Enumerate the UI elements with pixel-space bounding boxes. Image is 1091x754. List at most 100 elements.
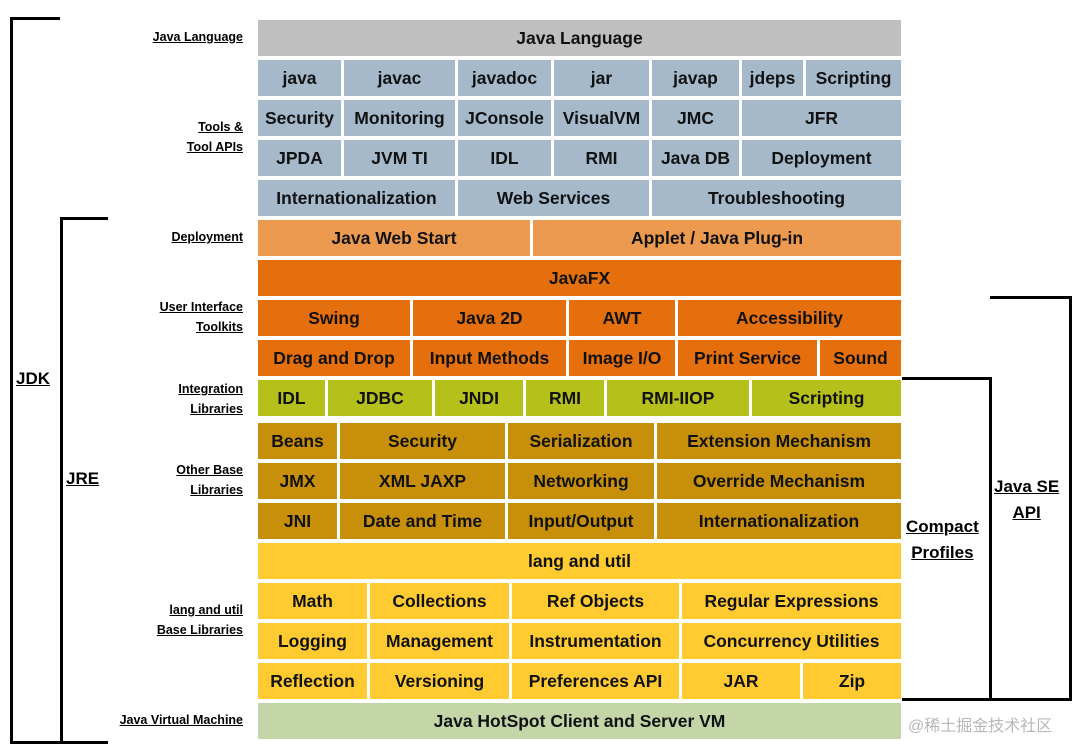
jre-bracket-vertical bbox=[60, 217, 63, 744]
label-tools-line-2: Tool APIs bbox=[186, 140, 243, 154]
cell-other-2-xml-jaxp: XML JAXP bbox=[340, 463, 505, 499]
cell-ui-2-print-service: Print Service bbox=[678, 340, 817, 376]
cell-tools-1-scripting: Scripting bbox=[806, 60, 901, 96]
cell-other-2-jmx: JMX bbox=[258, 463, 337, 499]
cell-tools-3-rmi: RMI bbox=[554, 140, 649, 176]
cell-ui-2-sound: Sound bbox=[820, 340, 901, 376]
cell-lang-3-zip: Zip bbox=[803, 663, 901, 699]
label-deployment: Deployment bbox=[171, 230, 243, 244]
label-ui-line-1: User Interface bbox=[159, 300, 243, 314]
cell-tools-4-web-services: Web Services bbox=[458, 180, 649, 216]
java-se-api-line-2: API bbox=[1012, 503, 1041, 522]
cell-lang-3-reflection: Reflection bbox=[258, 663, 367, 699]
cell-tools-3-jpda: JPDA bbox=[258, 140, 341, 176]
cell-ui-1-swing: Swing bbox=[258, 300, 410, 336]
cell-lang-1-collections: Collections bbox=[370, 583, 509, 619]
cell-ui-2-input-methods: Input Methods bbox=[413, 340, 566, 376]
javase-bracket-top bbox=[990, 296, 1072, 299]
cell-integration-jdbc: JDBC bbox=[328, 380, 432, 416]
cell-tools-1-javadoc: javadoc bbox=[458, 60, 551, 96]
label-other-line-2: Libraries bbox=[190, 483, 243, 497]
cell-tools-2-monitoring: Monitoring bbox=[344, 100, 455, 136]
label-tools-line-1: Tools & bbox=[198, 120, 243, 134]
cell-other-1-serialization: Serialization bbox=[508, 423, 654, 459]
cell-language-java-language: Java Language bbox=[258, 20, 901, 56]
jdk-bracket-vertical bbox=[10, 17, 13, 744]
label-lang-line-2: Base Libraries bbox=[156, 623, 243, 637]
cell-lang-3-versioning: Versioning bbox=[370, 663, 509, 699]
cell-ui-2-image-i-o: Image I/O bbox=[569, 340, 675, 376]
cell-javafx-javafx: JavaFX bbox=[258, 260, 901, 296]
cell-lang-2-logging: Logging bbox=[258, 623, 367, 659]
compact-profiles-line-1: Compact bbox=[906, 517, 979, 536]
cell-tools-3-jvm-ti: JVM TI bbox=[344, 140, 455, 176]
cell-tools-1-java: java bbox=[258, 60, 341, 96]
cell-tools-1-jdeps: jdeps bbox=[742, 60, 803, 96]
jre-bracket-bottom bbox=[60, 741, 108, 744]
cell-tools-4-troubleshooting: Troubleshooting bbox=[652, 180, 901, 216]
label-integration-line-2: Libraries bbox=[190, 402, 243, 416]
label-other-line-1: Other Base bbox=[176, 463, 243, 477]
cell-jvm-java-hotspot-client-and-server-vm: Java HotSpot Client and Server VM bbox=[258, 703, 901, 739]
cell-lang-3-preferences-api: Preferences API bbox=[512, 663, 679, 699]
cell-lang-header-lang-and-util: lang and util bbox=[258, 543, 901, 579]
cell-tools-3-deployment: Deployment bbox=[742, 140, 901, 176]
cell-integration-scripting: Scripting bbox=[752, 380, 901, 416]
cell-tools-3-java-db: Java DB bbox=[652, 140, 739, 176]
cell-other-1-extension-mechanism: Extension Mechanism bbox=[657, 423, 901, 459]
cell-tools-1-javac: javac bbox=[344, 60, 455, 96]
cell-lang-1-ref-objects: Ref Objects bbox=[512, 583, 679, 619]
cell-other-3-jni: JNI bbox=[258, 503, 337, 539]
cell-other-3-internationalization: Internationalization bbox=[657, 503, 901, 539]
cell-tools-1-jar: jar bbox=[554, 60, 649, 96]
cell-integration-idl: IDL bbox=[258, 380, 325, 416]
jre-label: JRE bbox=[66, 469, 100, 488]
label-lang-line-1: lang and util bbox=[169, 603, 243, 617]
cell-lang-3-jar: JAR bbox=[682, 663, 800, 699]
label-java-language: Java Language bbox=[152, 30, 243, 44]
compact-bracket-bottom bbox=[902, 698, 992, 701]
cell-tools-2-visualvm: VisualVM bbox=[554, 100, 649, 136]
cell-ui-1-java-2d: Java 2D bbox=[413, 300, 566, 336]
java-se-api-label: Java SE API bbox=[994, 474, 1059, 526]
jdk-bracket-bottom bbox=[10, 741, 60, 744]
cell-other-1-beans: Beans bbox=[258, 423, 337, 459]
cell-other-2-networking: Networking bbox=[508, 463, 654, 499]
jre-bracket-top bbox=[60, 217, 108, 220]
cell-ui-1-awt: AWT bbox=[569, 300, 675, 336]
label-tools: Tools & Tool APIs bbox=[187, 117, 243, 157]
cell-other-3-input-output: Input/Output bbox=[508, 503, 654, 539]
javase-bracket-bottom bbox=[990, 698, 1072, 701]
compact-bracket-top bbox=[902, 377, 992, 380]
cell-deployment-applet-java-plug-in: Applet / Java Plug-in bbox=[533, 220, 901, 256]
cell-deployment-java-web-start: Java Web Start bbox=[258, 220, 530, 256]
javase-bracket-vertical bbox=[1069, 296, 1072, 701]
label-jvm: Java Virtual Machine bbox=[119, 713, 243, 727]
label-integration-line-1: Integration bbox=[178, 382, 243, 396]
java-se-api-line-1: Java SE bbox=[994, 477, 1060, 496]
cell-tools-2-jfr: JFR bbox=[742, 100, 901, 136]
cell-lang-2-instrumentation: Instrumentation bbox=[512, 623, 679, 659]
cell-tools-1-javap: javap bbox=[652, 60, 739, 96]
cell-tools-2-security: Security bbox=[258, 100, 341, 136]
cell-ui-1-accessibility: Accessibility bbox=[678, 300, 901, 336]
cell-integration-rmi: RMI bbox=[526, 380, 604, 416]
cell-lang-1-regular-expressions: Regular Expressions bbox=[682, 583, 901, 619]
cell-lang-1-math: Math bbox=[258, 583, 367, 619]
jdk-bracket-top bbox=[10, 17, 60, 20]
cell-other-2-override-mechanism: Override Mechanism bbox=[657, 463, 901, 499]
cell-tools-2-jconsole: JConsole bbox=[458, 100, 551, 136]
cell-tools-2-jmc: JMC bbox=[652, 100, 739, 136]
cell-lang-2-concurrency-utilities: Concurrency Utilities bbox=[682, 623, 901, 659]
jdk-label: JDK bbox=[16, 369, 51, 388]
cell-tools-3-idl: IDL bbox=[458, 140, 551, 176]
cell-other-3-date-and-time: Date and Time bbox=[340, 503, 505, 539]
cell-lang-2-management: Management bbox=[370, 623, 509, 659]
compact-bracket-vertical bbox=[989, 377, 992, 701]
cell-integration-rmi-iiop: RMI-IIOP bbox=[607, 380, 749, 416]
